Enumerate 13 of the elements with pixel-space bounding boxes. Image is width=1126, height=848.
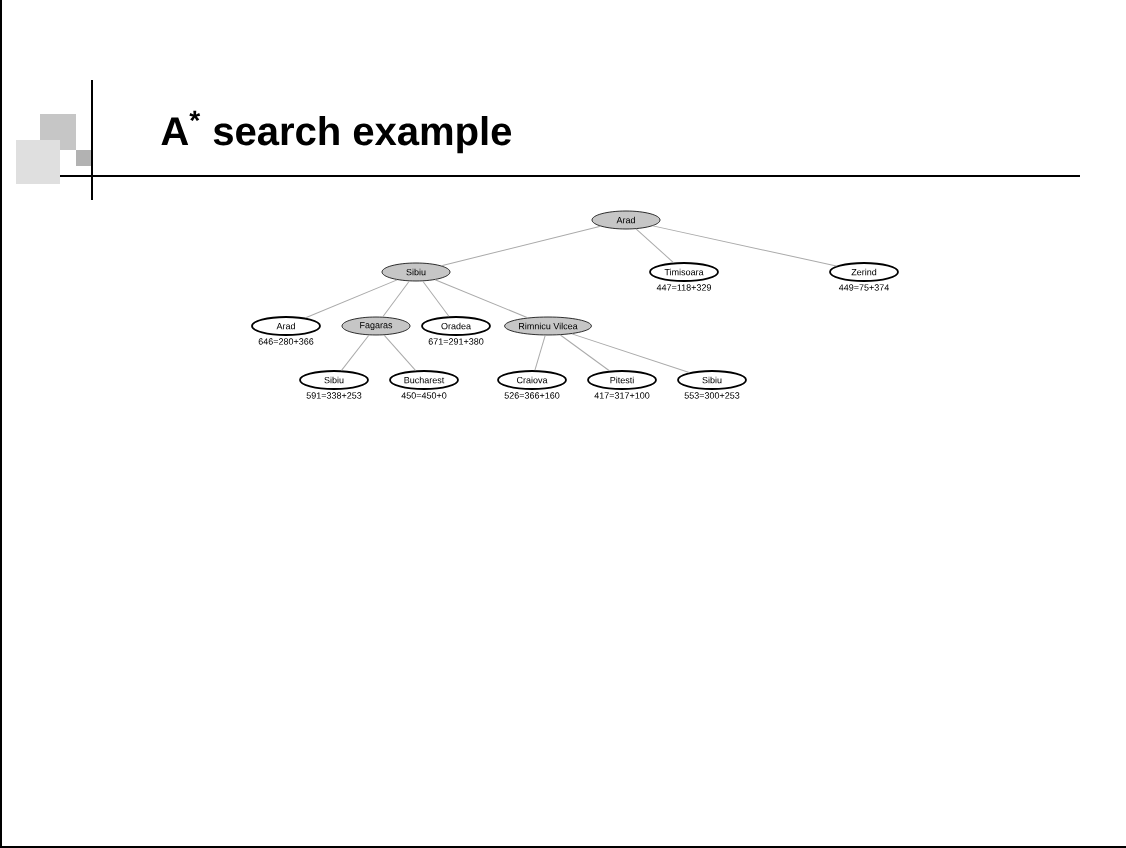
tree-edge bbox=[534, 334, 546, 371]
slide-title: A$^{*}$ search example bbox=[161, 110, 512, 154]
tree-edge bbox=[422, 280, 450, 317]
tree-edge bbox=[441, 225, 601, 267]
tree-edge bbox=[341, 334, 370, 371]
tree-edge bbox=[571, 333, 690, 373]
tree-edge bbox=[652, 225, 837, 267]
tree-edge bbox=[305, 279, 398, 319]
tree-edge bbox=[635, 228, 674, 264]
tree-edge bbox=[382, 280, 410, 318]
tree-edge bbox=[434, 279, 529, 319]
tree-edge bbox=[559, 334, 610, 372]
tree-edge bbox=[383, 334, 416, 371]
